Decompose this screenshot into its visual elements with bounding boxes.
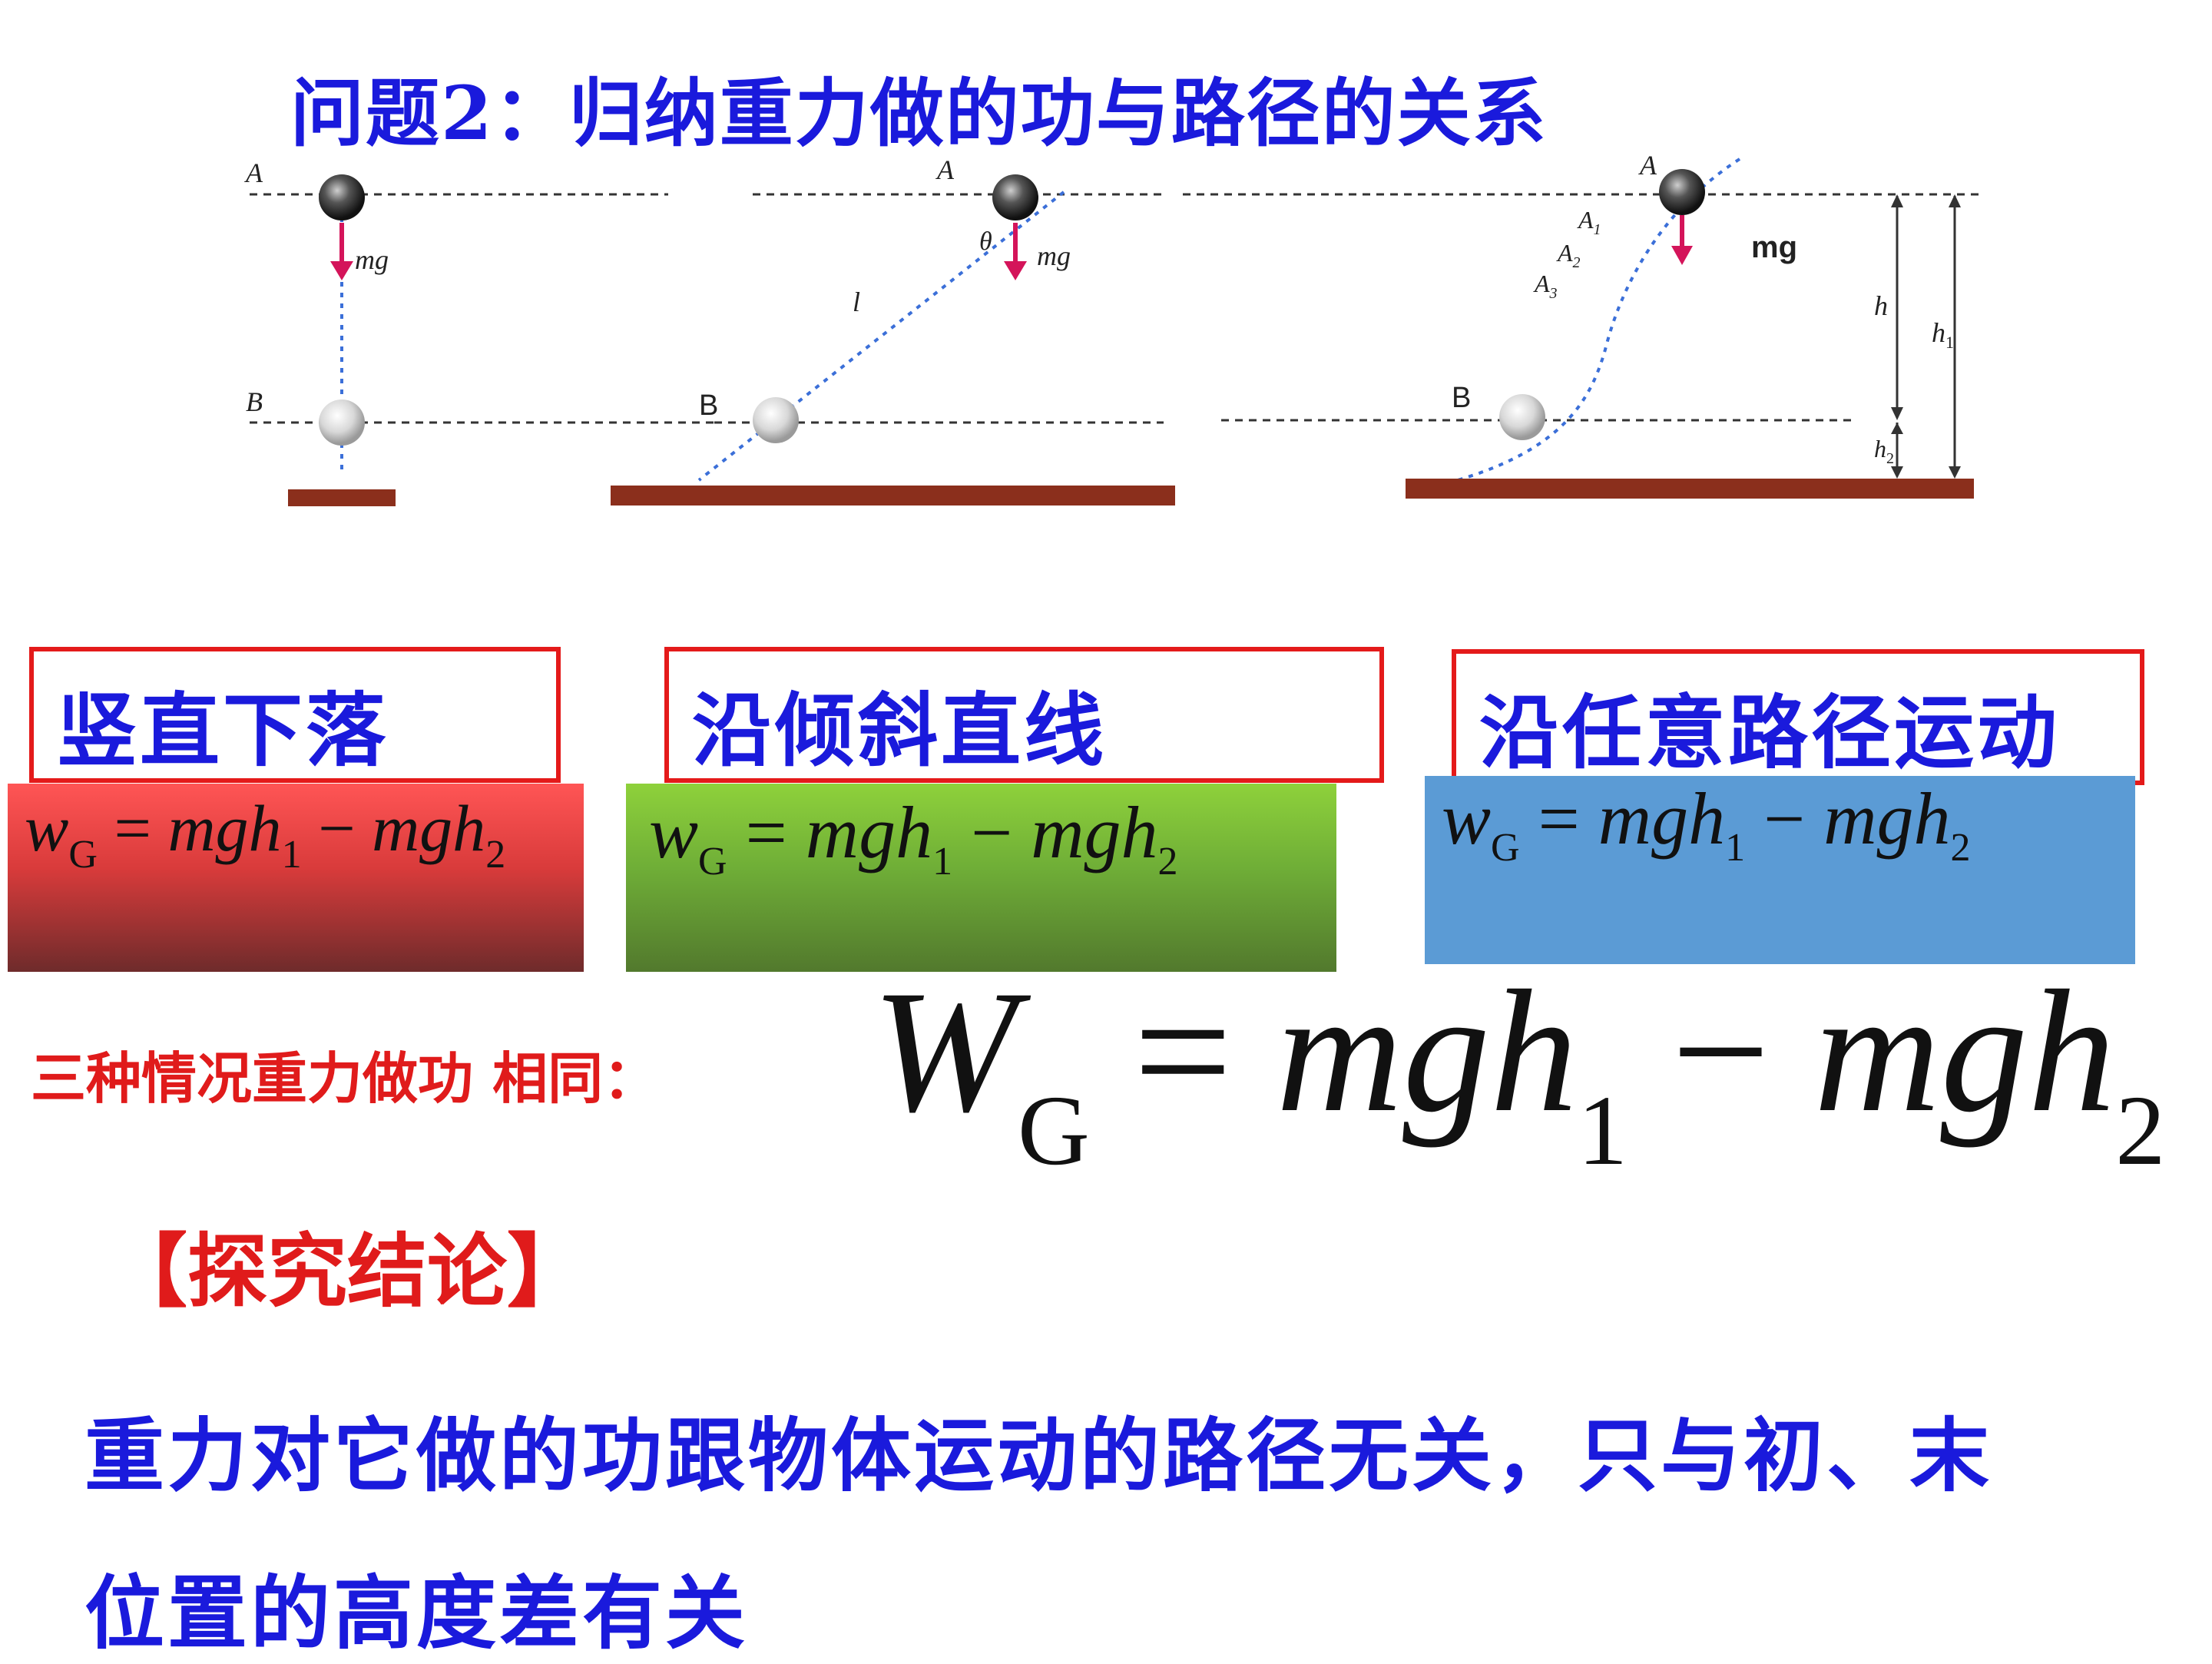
case-label-arbitrary: 沿任意路径运动 <box>1452 649 2144 785</box>
svg-text:A2: A2 <box>1556 239 1581 271</box>
conclusion-heading: 【探究结论】 <box>108 1225 588 1318</box>
gravity-work-figure: A B mg A B θ l mg A A1 A2 A3 B mg <box>244 150 1982 506</box>
svg-text:B: B <box>699 389 718 422</box>
svg-text:A: A <box>1638 150 1657 181</box>
formula-text: wG = mgh1 − mgh2 <box>649 791 1178 883</box>
svg-text:A: A <box>935 154 955 185</box>
case-label-vertical: 竖直下落 <box>29 647 561 783</box>
ball-end <box>319 399 365 446</box>
svg-text:h: h <box>1874 290 1888 321</box>
conclusion-line-1: 重力对它做的功跟物体运动的路径无关，只与初、末 <box>84 1409 1993 1503</box>
summary-formula: WG = mgh1 − mgh2 <box>872 955 2166 1186</box>
conclusion-line-2: 位置的高度差有关 <box>84 1566 749 1660</box>
label-a: A <box>244 157 263 188</box>
force-label: mg <box>355 244 389 275</box>
svg-text:B: B <box>1452 382 1471 414</box>
formula-text: wG = mgh1 − mgh2 <box>1442 777 1971 870</box>
ground-bar <box>288 489 396 506</box>
curved-path <box>1428 157 1741 489</box>
svg-text:A1: A1 <box>1577 206 1601 238</box>
svg-text:A3: A3 <box>1533 270 1558 302</box>
formula-box-incline: wG = mgh1 − mgh2 <box>626 784 1336 972</box>
svg-text:θ: θ <box>979 227 992 256</box>
panel-incline: A B θ l mg <box>611 154 1175 505</box>
formula-box-vertical: wG = mgh1 − mgh2 <box>8 784 584 972</box>
svg-text:h2: h2 <box>1874 435 1894 467</box>
case-label-incline: 沿倾斜直线 <box>664 647 1384 783</box>
svg-text:mg: mg <box>1751 230 1797 264</box>
svg-text:h1: h1 <box>1932 317 1954 352</box>
formula-box-arbitrary: wG = mgh1 − mgh2 <box>1425 776 2135 964</box>
formula-text: wG = mgh1 − mgh2 <box>25 791 506 877</box>
ball-start <box>319 174 365 220</box>
label-b: B <box>246 386 263 417</box>
panel-vertical-fall: A B mg <box>244 157 714 506</box>
panel-arbitrary-path: A A1 A2 A3 B mg h h1 h2 <box>1183 150 1982 499</box>
summary-text: 三种情况重力做功 相同： <box>31 1046 659 1111</box>
svg-text:l: l <box>853 287 860 317</box>
incline-path <box>697 191 1065 482</box>
svg-text:mg: mg <box>1037 240 1071 271</box>
page-title: 问题2：归纳重力做的功与路径的关系 <box>290 70 1548 157</box>
